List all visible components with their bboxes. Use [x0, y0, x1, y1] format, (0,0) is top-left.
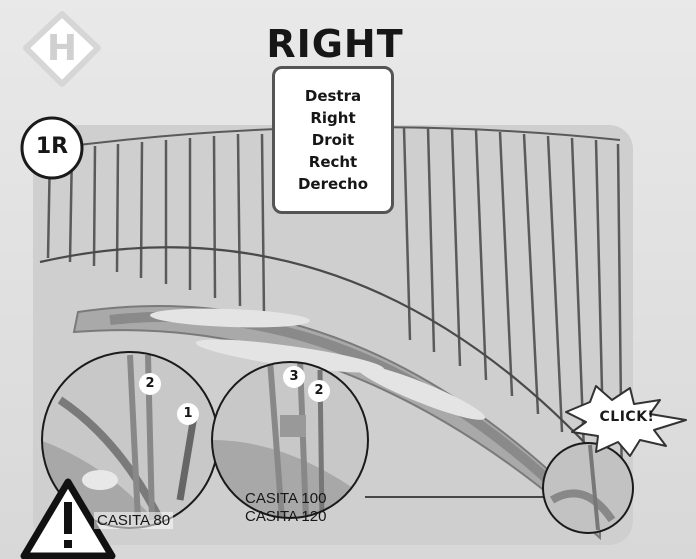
base-frame — [72, 305, 601, 541]
callout-number: 3 — [283, 366, 305, 388]
starburst-icon — [565, 385, 687, 457]
language-label: Destra — [304, 87, 362, 105]
detail-zoom-right — [211, 361, 369, 519]
language-label: Derecho — [297, 175, 369, 193]
callout-number: 2 — [308, 380, 330, 402]
language-label: Right — [310, 109, 356, 127]
step-badge-circle — [20, 116, 84, 180]
click-zoom-circle — [542, 442, 634, 534]
model-label-casita-80: CASITA 80 — [94, 512, 174, 529]
callout-number: 2 — [139, 373, 161, 395]
language-box: Destra Right Droit Recht Derecho — [272, 66, 394, 214]
language-label: Droit — [311, 131, 355, 149]
callout-number: 1 — [177, 403, 199, 425]
click-label: CLICK! — [599, 409, 655, 425]
warning-triangle-icon — [20, 478, 116, 559]
section-letter: H — [46, 28, 78, 69]
page-title: RIGHT — [266, 22, 404, 66]
language-label: Recht — [308, 153, 358, 171]
hexagon-badge-icon — [23, 11, 101, 87]
model-label-casita-100: CASITA 100 — [245, 490, 327, 507]
model-label-casita-120: CASITA 120 — [245, 508, 327, 525]
curved-wire — [39, 246, 611, 471]
step-badge: 1R — [35, 134, 69, 159]
